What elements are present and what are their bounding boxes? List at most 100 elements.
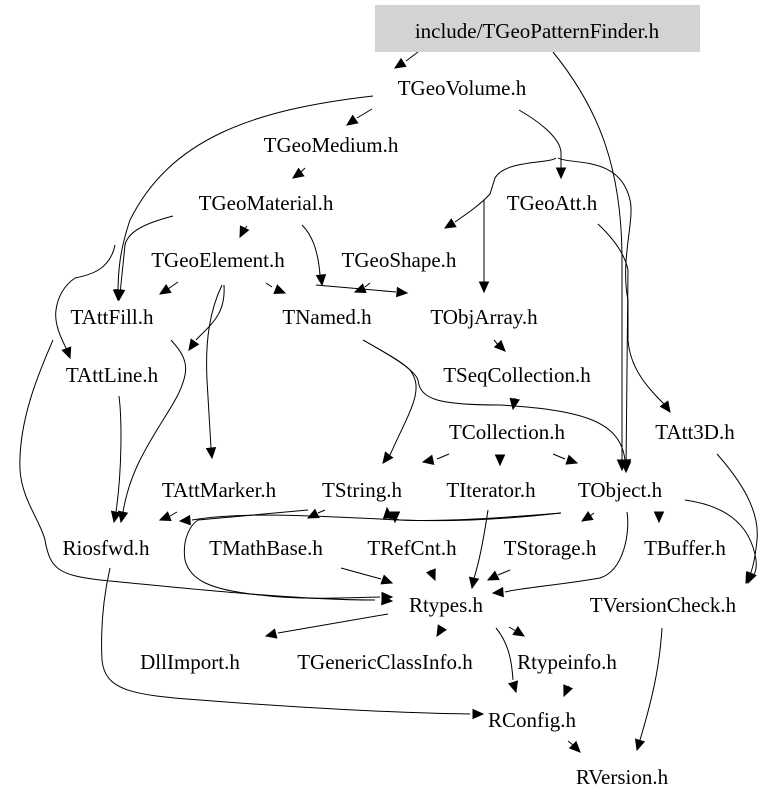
node-TRefCnt[interactable]: TRefCnt.h bbox=[367, 536, 457, 560]
arrowhead-icon bbox=[117, 510, 129, 524]
arrowhead-icon bbox=[491, 586, 504, 598]
arrowhead-icon bbox=[158, 283, 172, 295]
arrowhead-icon bbox=[178, 514, 191, 526]
node-TGeoShape[interactable]: TGeoShape.h bbox=[342, 248, 457, 272]
node-label: TStorage.h bbox=[504, 536, 597, 560]
edge-line bbox=[518, 109, 562, 168]
node-RConfig[interactable]: RConfig.h bbox=[488, 708, 577, 732]
edge-line bbox=[504, 511, 629, 593]
arrowhead-icon bbox=[421, 454, 435, 465]
edge-line bbox=[169, 511, 178, 517]
edge-RConfig-to-RVersion bbox=[567, 740, 581, 753]
edge-TGeoElement-to-TNamed bbox=[265, 282, 287, 294]
edge-Rtypeinfo-to-RConfig bbox=[563, 684, 573, 698]
node-RVersion[interactable]: RVersion.h bbox=[576, 765, 669, 789]
edge-TGeoMaterial-to-TGeoElement bbox=[239, 225, 250, 239]
node-label: RConfig.h bbox=[488, 708, 577, 732]
node-TObjArray[interactable]: TObjArray.h bbox=[430, 305, 538, 329]
edge-TMathBase-to-Rtypes bbox=[340, 567, 394, 585]
edge-TGeoElement-to-TAttMarker bbox=[205, 284, 223, 460]
node-TAttLine[interactable]: TAttLine.h bbox=[66, 363, 159, 387]
node-TCollection[interactable]: TCollection.h bbox=[449, 420, 566, 444]
edge-TAttLine-to-Riosfwd bbox=[110, 395, 122, 524]
node-TBuffer[interactable]: TBuffer.h bbox=[644, 536, 726, 560]
arrowhead-icon bbox=[512, 625, 526, 637]
node-TGenericClassInfo[interactable]: TGenericClassInfo.h bbox=[297, 650, 473, 674]
node-TGeoElement[interactable]: TGeoElement.h bbox=[151, 248, 285, 272]
node-Rtypes[interactable]: Rtypes.h bbox=[409, 593, 484, 617]
arrowhead-icon bbox=[239, 225, 250, 239]
node-TSeqCollection[interactable]: TSeqCollection.h bbox=[443, 363, 591, 387]
edge-TCollection-to-TObject bbox=[552, 453, 579, 465]
edge-TGeoMaterial-to-TAttLine bbox=[55, 244, 116, 360]
node-label: Riosfwd.h bbox=[63, 536, 150, 560]
edge-line bbox=[552, 51, 623, 470]
edge-TRefCnt-to-Rtypes bbox=[426, 568, 436, 582]
node-TString[interactable]: TString.h bbox=[322, 478, 402, 502]
arrowhead-icon bbox=[396, 286, 409, 298]
node-TGeoMedium[interactable]: TGeoMedium.h bbox=[264, 133, 399, 157]
edge-line bbox=[206, 284, 223, 449]
node-TObject[interactable]: TObject.h bbox=[578, 478, 663, 502]
arrowhead-icon bbox=[426, 568, 436, 582]
arrowhead-icon bbox=[634, 738, 646, 752]
edge-TGeoShape-to-TNamed bbox=[353, 282, 371, 293]
edge-line bbox=[101, 567, 471, 715]
node-Rtypeinfo[interactable]: Rtypeinfo.h bbox=[517, 650, 617, 674]
node-label: TVersionCheck.h bbox=[590, 593, 737, 617]
edge-line bbox=[716, 453, 758, 576]
edge-line bbox=[356, 108, 373, 119]
node-TAtt3D[interactable]: TAtt3D.h bbox=[655, 420, 735, 444]
edge-TObject-to-TVersionCheck bbox=[684, 499, 757, 585]
node-Riosfwd[interactable]: Riosfwd.h bbox=[63, 536, 150, 560]
node-TAttMarker[interactable]: TAttMarker.h bbox=[162, 478, 277, 502]
edge-TGeoMaterial-to-TNamed bbox=[301, 224, 327, 287]
arrowhead-icon bbox=[653, 511, 665, 524]
arrowhead-icon bbox=[472, 708, 485, 720]
node-TIterator[interactable]: TIterator.h bbox=[446, 478, 536, 502]
edge-line bbox=[117, 95, 374, 295]
node-label: TGeoMedium.h bbox=[264, 133, 399, 157]
node-label: TAtt3D.h bbox=[655, 420, 735, 444]
arrowhead-icon bbox=[494, 454, 506, 467]
edge-line bbox=[191, 512, 562, 522]
node-TVersionCheck[interactable]: TVersionCheck.h bbox=[590, 593, 737, 617]
edge-line bbox=[195, 284, 225, 341]
edge-line bbox=[167, 281, 179, 290]
arrowhead-icon bbox=[273, 284, 287, 294]
node-TGeoVolume[interactable]: TGeoVolume.h bbox=[398, 76, 527, 100]
node-TGeoMaterial[interactable]: TGeoMaterial.h bbox=[199, 191, 334, 215]
edge-Rtypes-to-TGenericClassInfo bbox=[436, 624, 447, 638]
node-label: TBuffer.h bbox=[644, 536, 726, 560]
node-TStorage[interactable]: TStorage.h bbox=[504, 536, 597, 560]
edge-line bbox=[317, 509, 326, 514]
arrowhead-icon bbox=[205, 447, 217, 460]
arrowhead-icon bbox=[346, 114, 359, 126]
node-label: TGenericClassInfo.h bbox=[297, 650, 473, 674]
node-label: TSeqCollection.h bbox=[443, 363, 591, 387]
node-label: TRefCnt.h bbox=[367, 536, 457, 560]
node-TGeoAtt[interactable]: TGeoAtt.h bbox=[507, 191, 598, 215]
node-TAttFill[interactable]: TAttFill.h bbox=[71, 305, 154, 329]
edge-line bbox=[497, 569, 511, 576]
node-TNamed[interactable]: TNamed.h bbox=[282, 305, 372, 329]
node-DllImport[interactable]: DllImport.h bbox=[140, 650, 240, 674]
node-label: Rtypes.h bbox=[409, 593, 484, 617]
edge-TStorage-to-Rtypes bbox=[486, 569, 511, 581]
node-TMathBase[interactable]: TMathBase.h bbox=[209, 536, 323, 560]
arrowhead-icon bbox=[620, 459, 632, 472]
node-label: TCollection.h bbox=[449, 420, 566, 444]
arrowhead-icon bbox=[382, 451, 394, 464]
node-label: TString.h bbox=[322, 478, 402, 502]
edge-line bbox=[387, 512, 562, 522]
edge-line bbox=[364, 282, 371, 288]
edge-line bbox=[362, 339, 626, 461]
edge-TGeoMedium-to-TGeoMaterial bbox=[292, 167, 306, 179]
arrowhead-icon bbox=[264, 628, 278, 639]
arrowhead-icon bbox=[110, 510, 122, 524]
node-label: TMathBase.h bbox=[209, 536, 323, 560]
edge-line bbox=[183, 509, 381, 599]
node-label: TGeoElement.h bbox=[151, 248, 285, 272]
edge-TGeoMaterial-to-TAttFill bbox=[114, 215, 174, 302]
